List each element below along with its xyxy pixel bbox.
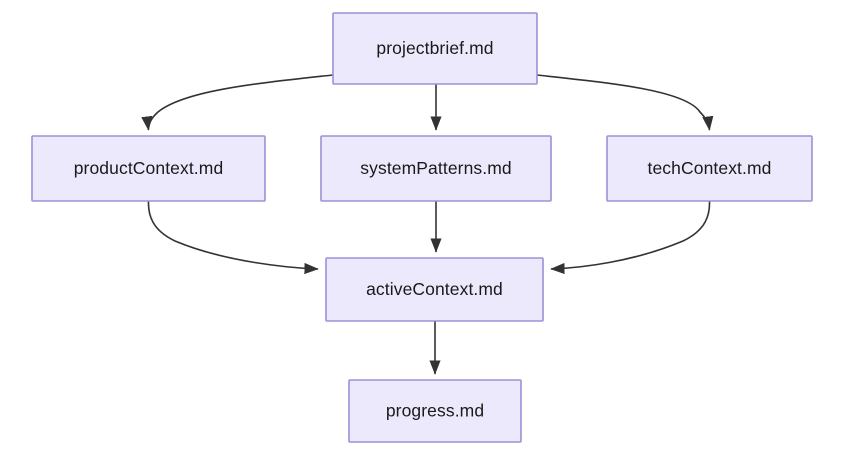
node-layer: projectbrief.md productContext.md system… [31, 12, 813, 443]
node-techcontext-box[interactable] [606, 135, 813, 202]
node-productcontext[interactable]: productContext.md [31, 135, 266, 202]
node-progress-box[interactable] [348, 379, 522, 443]
node-systempatterns[interactable]: systemPatterns.md [320, 135, 552, 202]
node-progress[interactable]: progress.md [348, 379, 522, 443]
node-systempatterns-box[interactable] [320, 135, 552, 202]
edge-projectbrief-to-productcontext [141, 74, 334, 131]
node-projectbrief-label: projectbrief.md [376, 38, 493, 58]
edge-techcontext-to-activecontext [550, 200, 711, 275]
node-activecontext[interactable]: activeContext.md [325, 257, 544, 322]
node-techcontext-label: techContext.md [648, 158, 772, 178]
node-systempatterns-label: systemPatterns.md [360, 158, 511, 178]
node-productcontext-box[interactable] [31, 135, 266, 202]
node-techcontext[interactable]: techContext.md [606, 135, 813, 202]
node-activecontext-label: activeContext.md [366, 279, 503, 299]
edge-projectbrief-to-techcontext [536, 74, 714, 131]
node-projectbrief-box[interactable] [332, 12, 538, 85]
edge-layer [141, 74, 714, 375]
node-productcontext-label: productContext.md [74, 158, 224, 178]
edge-productcontext-to-activecontext [147, 200, 319, 275]
node-projectbrief[interactable]: projectbrief.md [332, 12, 538, 85]
node-progress-label: progress.md [386, 401, 484, 421]
node-activecontext-box[interactable] [325, 257, 544, 322]
